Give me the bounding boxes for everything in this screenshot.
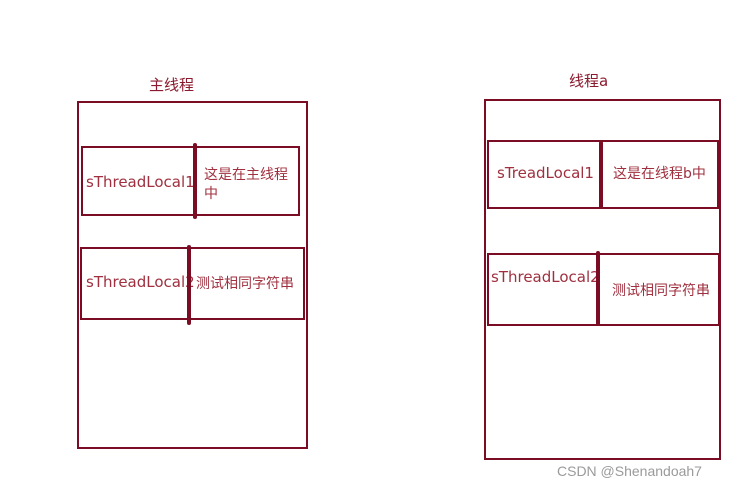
- watermark-text: CSDN @Shenandoah7: [557, 463, 702, 479]
- main-thread-slot-1: [81, 146, 300, 216]
- main-thread-slot-2: [80, 247, 305, 320]
- main-thread-slot-2-value: 测试相同字符串: [196, 276, 294, 292]
- thread-a-box: [484, 99, 721, 460]
- thread-a-slot-1-divider: [599, 141, 603, 209]
- thread-a-slot-1: [487, 140, 719, 209]
- thread-a-slot-2-divider: [596, 251, 600, 326]
- thread-a-slot-1-key: sTreadLocal1: [497, 164, 594, 182]
- thread-a-title: 线程a: [569, 72, 609, 90]
- main-thread-title: 主线程: [149, 76, 195, 94]
- thread-a-slot-2-value: 测试相同字符串: [612, 283, 710, 299]
- main-thread-slot-1-value: 这是在主线程中: [204, 167, 288, 202]
- main-thread-slot-1-divider: [193, 143, 197, 219]
- main-thread-slot-2-key: sThreadLocal2: [86, 273, 195, 291]
- thread-a-slot-1-value: 这是在线程b中: [613, 166, 706, 182]
- main-thread-slot-2-divider: [187, 245, 191, 325]
- main-thread-slot-1-key: sThreadLocal1: [86, 173, 195, 191]
- thread-a-slot-2-key: sThreadLocal2: [491, 268, 600, 286]
- thread-a-slot-2: [487, 253, 720, 326]
- main-thread-box: [77, 101, 308, 449]
